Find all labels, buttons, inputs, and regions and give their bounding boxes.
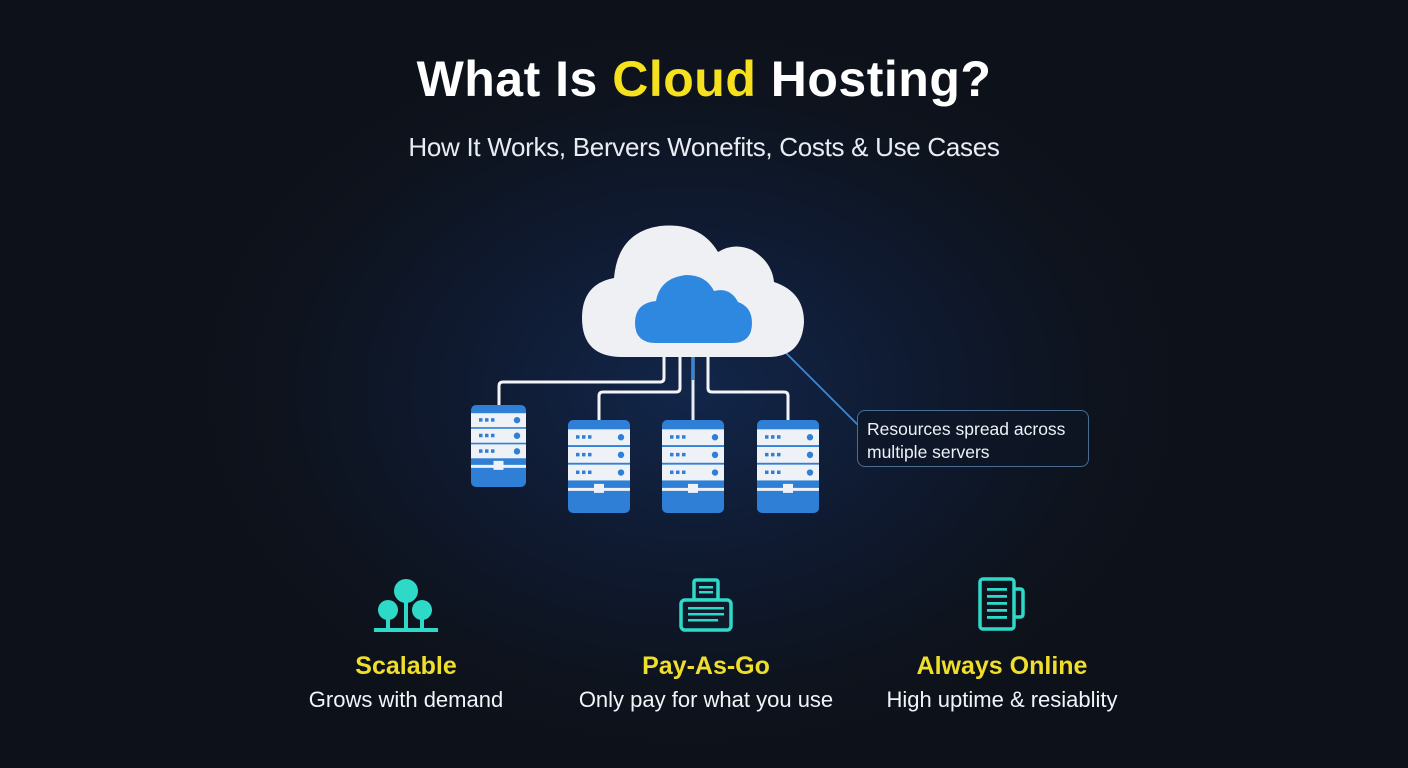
- server-rack-icon: [471, 405, 526, 487]
- connector-lines: [497, 355, 790, 420]
- title-accent: Cloud: [612, 51, 757, 107]
- document-mug-icon: [842, 572, 1162, 634]
- feature-pay-as-go: Pay-As-Go Only pay for what you use: [546, 572, 866, 713]
- page-subtitle: How It Works, Bervers Wonefits, Costs & …: [408, 132, 1000, 162]
- feature-name: Scalable: [355, 652, 457, 680]
- scale-tree-icon: [246, 572, 566, 634]
- title-suffix: Hosting?: [756, 51, 992, 107]
- feature-name: Pay-As-Go: [642, 652, 770, 680]
- feature-scalable: Scalable Grows with demand: [246, 572, 566, 713]
- title-prefix: What Is: [416, 51, 613, 107]
- server-group: [471, 405, 819, 513]
- cloud-icon: [582, 225, 804, 357]
- feature-always-online: Always Online High uptime & resiablity: [842, 572, 1162, 713]
- connector-line: [706, 355, 790, 420]
- receipt-printer-icon: [546, 572, 866, 634]
- page-title: What Is Cloud Hosting?: [0, 50, 1408, 108]
- feature-description: High uptime & resiablity: [886, 687, 1118, 712]
- feature-name: Always Online: [916, 652, 1088, 680]
- server-rack-icon: [568, 420, 630, 513]
- feature-description: Only pay for what you use: [578, 687, 834, 712]
- callout-box: Resources spread across multiple servers: [857, 410, 1089, 467]
- connector-line: [597, 355, 682, 420]
- inner-cloud-icon: [635, 275, 752, 343]
- server-rack-icon: [662, 420, 724, 513]
- server-rack-icon: [757, 420, 819, 513]
- connector-line: [497, 355, 666, 406]
- feature-description: Grows with demand: [308, 687, 504, 712]
